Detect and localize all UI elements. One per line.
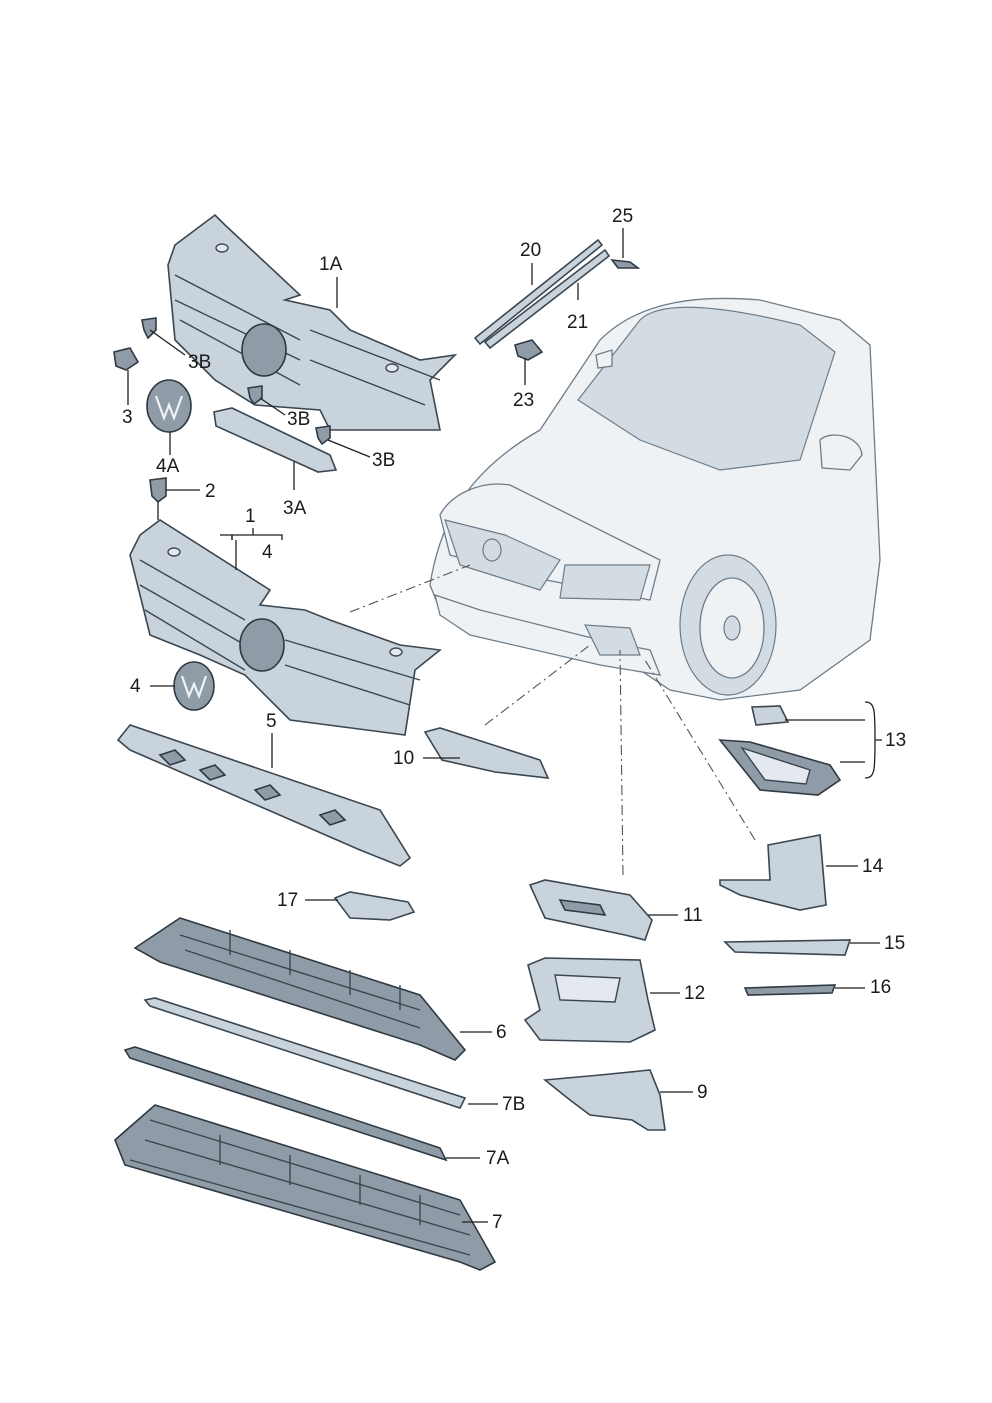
part-4-emblem	[173, 661, 215, 711]
callout-1A: 1A	[319, 254, 343, 275]
callout-3B-b: 3B	[287, 409, 310, 430]
callout-11: 11	[683, 905, 703, 926]
callout-5: 5	[266, 711, 277, 732]
callout-4A: 4A	[156, 456, 180, 477]
callout-23: 23	[513, 390, 534, 411]
leader-lines	[127, 228, 882, 1223]
callout-6: 6	[496, 1022, 507, 1043]
part-6-lower-grille	[133, 917, 467, 1061]
callout-4-top: 4	[262, 542, 273, 563]
callout-17: 17	[277, 890, 298, 911]
part-3-clip	[113, 347, 140, 371]
callout-14: 14	[862, 856, 884, 877]
callout-3: 3	[122, 407, 133, 428]
callout-labels: 1A 3B 3 4A 3B 3B 3A 2 1 4 4 5 10 13 14 1…	[122, 206, 906, 1233]
callout-12: 12	[684, 983, 705, 1004]
part-1A-upper-grille	[167, 213, 458, 431]
callout-4: 4	[130, 676, 141, 697]
callout-9: 9	[697, 1082, 708, 1103]
part-7B-trim-strip	[143, 997, 467, 1109]
part-3A-trim-strip	[213, 407, 338, 473]
part-13-bracket-set	[718, 705, 842, 796]
part-9-bracket	[542, 1069, 666, 1131]
part-1-grille	[129, 519, 442, 736]
dash-leaders	[349, 564, 756, 876]
callout-1: 1	[245, 506, 256, 527]
part-7-lower-grille	[114, 1104, 497, 1271]
callout-7A: 7A	[486, 1148, 510, 1169]
part-4A-emblem	[146, 379, 192, 433]
callout-3B-a: 3B	[188, 352, 211, 373]
part-10-cover	[423, 727, 550, 779]
callout-3B-c: 3B	[372, 450, 395, 471]
callout-13: 13	[885, 730, 906, 751]
callout-15: 15	[884, 933, 905, 954]
callout-21: 21	[567, 312, 588, 333]
part-12-frame	[523, 957, 656, 1043]
part-20-seal	[473, 238, 604, 346]
callout-2: 2	[205, 481, 216, 502]
part-16-strip	[743, 984, 837, 996]
part-14-air-guide	[719, 834, 827, 911]
part-7A-trim-strip	[123, 1046, 448, 1162]
callout-10: 10	[393, 748, 414, 769]
part-25-screw	[610, 259, 641, 269]
callout-3A: 3A	[283, 498, 307, 519]
part-21-seal	[483, 248, 611, 350]
callout-25: 25	[612, 206, 633, 227]
callout-7: 7	[492, 1212, 503, 1233]
part-3B-screw-a	[141, 317, 157, 340]
part-15-strip	[723, 939, 852, 956]
part-5-lower-trim	[116, 724, 412, 867]
callout-7B: 7B	[502, 1094, 525, 1115]
callout-20: 20	[520, 240, 541, 261]
part-3B-screw-b	[247, 385, 263, 406]
callout-16: 16	[870, 977, 891, 998]
part-2-bolt	[149, 477, 167, 504]
part-11-fog-lamp-grille	[528, 879, 653, 941]
part-17-insert	[333, 891, 416, 921]
part-3B-screw-c	[315, 425, 331, 446]
part-23-clip	[514, 339, 544, 361]
vehicle-front-illustration	[429, 297, 881, 701]
